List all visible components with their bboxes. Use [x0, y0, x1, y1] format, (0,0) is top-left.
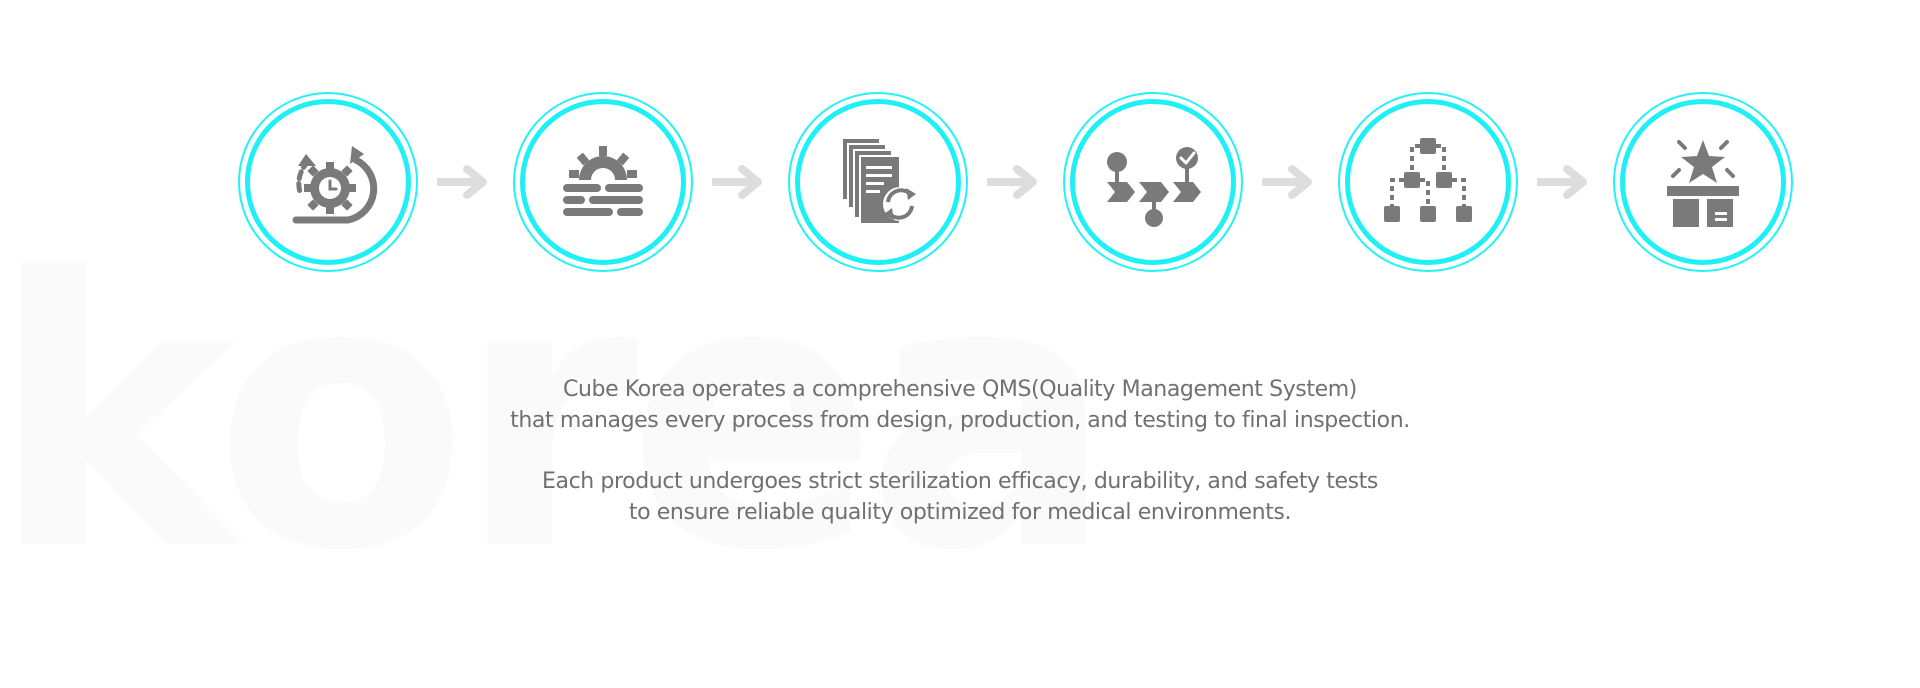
description-line: Each product undergoes strict sterilizat…: [542, 469, 1378, 494]
arrow-right-icon: [987, 165, 1037, 199]
step-ring-outer: [788, 92, 968, 272]
description-paragraph-1: Cube Korea operates a comprehensive QMS(…: [0, 374, 1920, 436]
star-box-icon: [1667, 140, 1739, 227]
description-line: to ensure reliable quality optimized for…: [628, 500, 1292, 525]
step-3-circle: [788, 92, 968, 272]
arrow-right-icon: [437, 165, 487, 199]
time-gear-cycle-icon: [292, 146, 378, 224]
document-stack-refresh-icon: [841, 137, 917, 225]
background-watermark: korea: [0, 202, 1115, 632]
arrow-right-icon: [1262, 165, 1312, 199]
hierarchy-tree-icon: [1384, 138, 1472, 222]
step-6-circle: [1613, 92, 1793, 272]
step-5-circle: [1338, 92, 1518, 272]
description-paragraph-2: Each product undergoes strict sterilizat…: [0, 466, 1920, 528]
step-ring-outer: [513, 92, 693, 272]
step-2-circle: [513, 92, 693, 272]
qms-process-steps: [238, 92, 1793, 272]
step-ring-outer: [1613, 92, 1793, 272]
process-flow-check-icon: [1107, 147, 1201, 227]
arrow-right-icon: [1537, 165, 1587, 199]
step-ring-outer: [1063, 92, 1243, 272]
step-ring-inner: [520, 99, 686, 265]
description-line: Cube Korea operates a comprehensive QMS(…: [563, 377, 1357, 402]
arrow-right-icon: [712, 165, 762, 199]
step-1-circle: [238, 92, 418, 272]
description-line: that manages every process from design, …: [510, 408, 1410, 433]
step-ring-outer: [238, 92, 418, 272]
step-4-circle: [1063, 92, 1243, 272]
step-ring-outer: [1338, 92, 1518, 272]
sun-gear-layers-icon: [563, 146, 643, 216]
step-ring-inner: [1620, 99, 1786, 265]
